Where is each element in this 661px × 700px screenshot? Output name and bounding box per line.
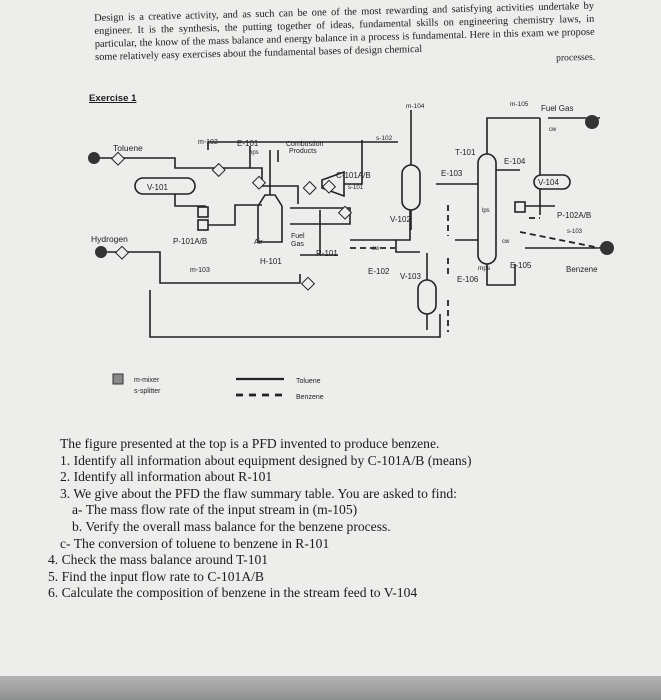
questions-list: The figure presented at the top is a PFD… — [40, 436, 600, 602]
v103-drum — [417, 279, 437, 315]
label-toluene: Toluene — [113, 143, 143, 153]
question-3a: a- The mass flow rate of the input strea… — [72, 502, 358, 518]
label-fuel-gas-2: Gas — [291, 241, 304, 248]
label-benzene: Benzene — [566, 265, 598, 274]
label-v101: V-101 — [147, 183, 168, 192]
label-r101: R-101 — [316, 249, 338, 258]
label-h101: H-101 — [260, 257, 282, 266]
stream-4-marker — [251, 175, 267, 190]
toluene-feed-line — [92, 157, 225, 169]
questions-intro: The figure presented at the top is a PFD… — [60, 436, 440, 451]
question-1: 1. Identify all information about equipm… — [60, 452, 472, 468]
label-m105: m-105 — [510, 101, 529, 108]
question-2: 2. Identify all information about R-101 — [60, 469, 273, 485]
label-products: Products — [289, 148, 317, 155]
label-e104: E-104 — [504, 157, 526, 166]
label-air: Air — [254, 239, 263, 246]
legend-benzene: Benzene — [296, 394, 324, 401]
label-m103: m-103 — [190, 267, 210, 274]
question-6: 6. Calculate the composition of benzene … — [48, 585, 418, 601]
label-combustion: Combustion — [286, 141, 323, 148]
label-p101: P-101A/B — [173, 237, 207, 246]
stream-1-marker — [110, 151, 126, 166]
label-v104: V-104 — [538, 178, 559, 187]
label-fuel-gas-top: Fuel Gas — [541, 104, 573, 113]
label-e101-hps: hps — [249, 150, 259, 156]
v102-drum — [401, 164, 421, 211]
legend-splitter: s-splitter — [134, 388, 161, 395]
legend-mixer-swatch — [112, 373, 124, 385]
question-4: 4. Check the mass balance around T-101 — [48, 552, 269, 568]
label-fuel-gas-1: Fuel — [291, 233, 305, 240]
label-cw3: cw — [502, 239, 510, 245]
label-cw2: cw — [549, 127, 557, 133]
stream-7-marker — [337, 205, 353, 220]
label-m102: m-102 — [198, 139, 218, 146]
legend-toluene: Toluene — [296, 378, 321, 385]
question-5: 5. Find the input flow rate to C-101A/B — [48, 568, 264, 584]
label-m104: m-104 — [406, 103, 425, 110]
label-hydrogen: Hydrogen — [91, 234, 128, 244]
background-bottom — [0, 676, 661, 700]
label-e105: E-105 — [510, 261, 532, 270]
benzene-product-node — [600, 241, 614, 255]
heater-h101 — [257, 206, 283, 243]
v101-drum — [134, 177, 196, 195]
label-s101: s-101 — [348, 185, 364, 191]
label-mps: mps — [478, 265, 491, 272]
label-s103: s-103 — [567, 229, 583, 235]
stream-5-marker — [302, 180, 317, 196]
legend-mixer: m-mixer — [134, 377, 160, 384]
label-e103: E-103 — [441, 169, 463, 178]
process-flow-diagram: Toluene Hydrogen V-101 P-101A/B m-102 m-… — [88, 101, 614, 401]
stream-6-marker — [300, 276, 316, 291]
question-3: 3. We give about the PFD the flaw summar… — [60, 485, 457, 501]
label-t101: T-101 — [455, 148, 476, 157]
exercise-title: Exercise 1 — [89, 93, 137, 104]
v104-drum — [533, 174, 571, 190]
label-v103: V-103 — [400, 272, 421, 281]
label-p102: P-102A/B — [557, 211, 591, 220]
label-e102: E-102 — [368, 267, 390, 276]
stream-8-marker — [321, 179, 337, 194]
stream-3-marker — [114, 245, 130, 260]
label-e101: E-101 — [237, 139, 259, 148]
label-c101: C-101A/B — [336, 171, 371, 180]
hydrogen-source-node — [95, 246, 107, 258]
toluene-source-node — [88, 152, 100, 164]
label-lps: lps — [482, 208, 490, 214]
stream-2-marker — [211, 162, 226, 178]
question-3c: c- The conversion of toluene to benzene … — [60, 535, 330, 551]
fuel-gas-node — [585, 115, 599, 129]
question-3b: b. Verify the overall mass balance for t… — [72, 518, 391, 534]
label-cw1: cw — [372, 246, 380, 252]
label-e106: E-106 — [457, 275, 479, 284]
label-s102: s-102 — [376, 135, 393, 142]
label-v102: V-102 — [390, 215, 411, 224]
